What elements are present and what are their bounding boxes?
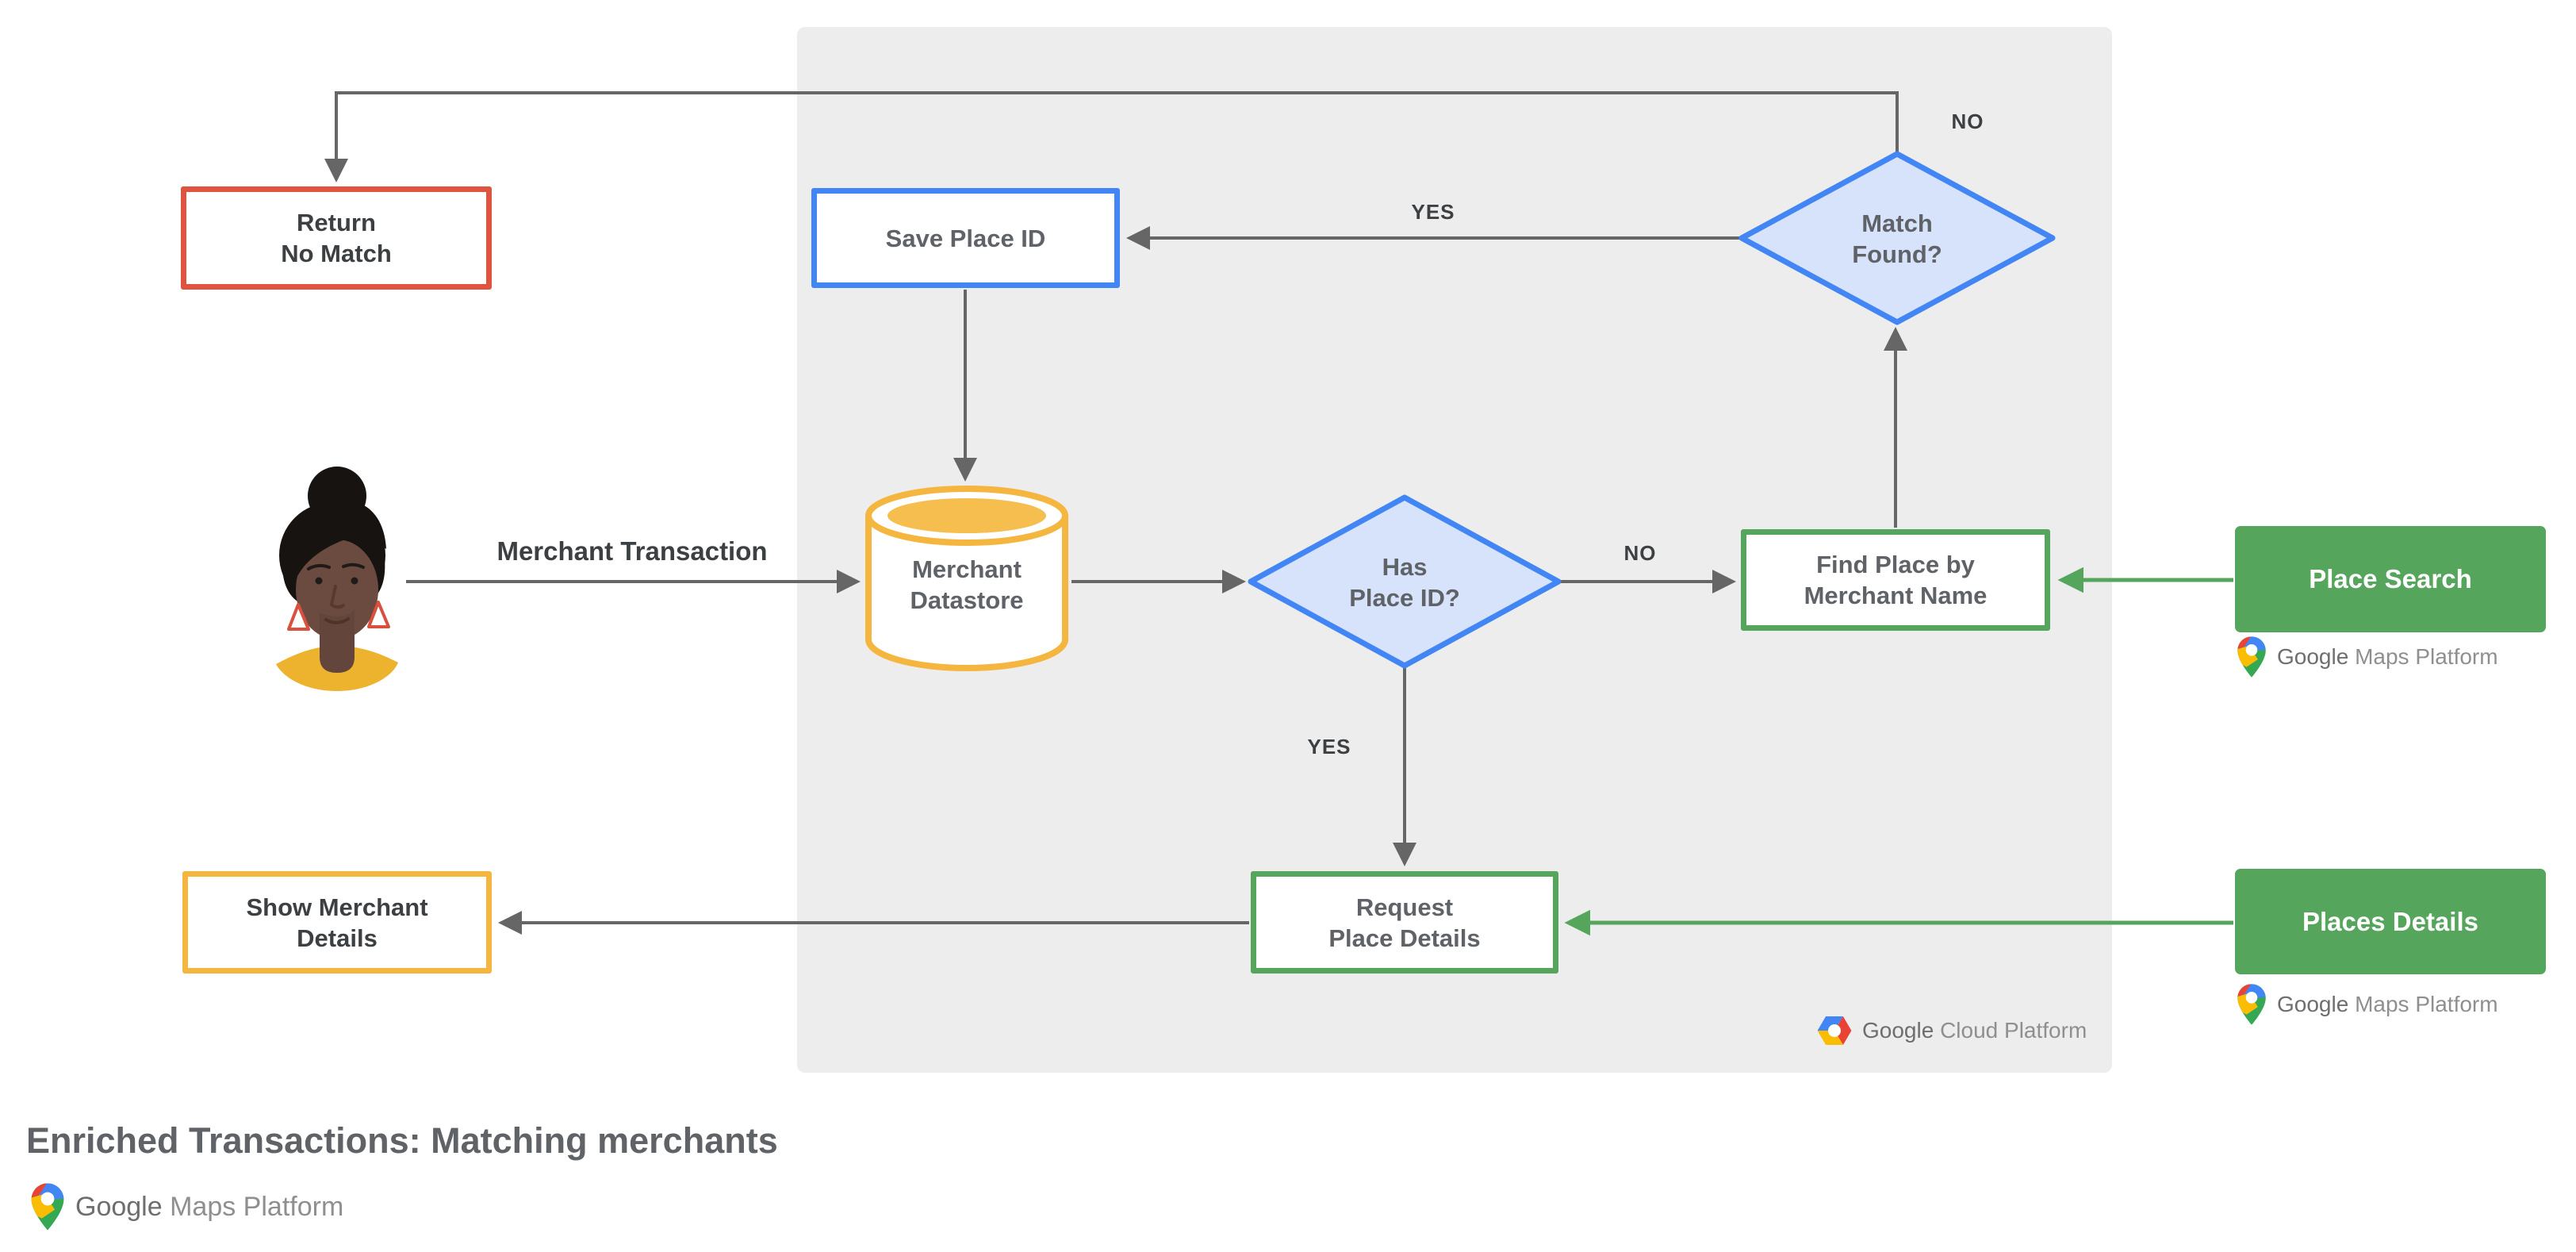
datastore-cylinder	[865, 486, 1068, 671]
google-maps-pin-icon	[2237, 636, 2267, 678]
decision-has-place-id	[1248, 494, 1562, 669]
node-label: Save Place ID	[885, 224, 1046, 252]
node-label: No Match	[281, 240, 392, 267]
node-save-place-id: Save Place ID	[811, 188, 1120, 288]
edge-label-merchant-transaction: Merchant Transaction	[496, 536, 768, 566]
edge-label-yes-has-place-id: YES	[1307, 735, 1351, 758]
node-find-place-by-merchant-name: Find Place by Merchant Name	[1741, 529, 2050, 631]
edge-label-no-has-place-id: NO	[1623, 541, 1657, 565]
google-maps-platform-logo: Google Maps Platform	[2237, 636, 2498, 678]
decision-label: Found?	[1852, 240, 1942, 268]
node-return-no-match: Return No Match	[181, 186, 492, 290]
logo-text: Google Maps Platform	[2277, 644, 2498, 670]
logo-text-product: Cloud Platform	[1934, 1018, 2087, 1043]
node-label: Place Details	[1328, 924, 1481, 952]
node-label: Merchant	[912, 555, 1022, 583]
logo-text: Google Maps Platform	[75, 1192, 343, 1223]
decision-match-found	[1738, 151, 2056, 325]
google-maps-pin-icon	[30, 1182, 65, 1231]
google-maps-platform-logo: Google Maps Platform	[2237, 983, 2498, 1026]
api-card-places-details: Places Details	[2235, 869, 2546, 974]
edge-matchfound-no-return	[324, 91, 1899, 182]
node-label: Return	[297, 209, 376, 236]
logo-text-product: Maps Platform	[2348, 992, 2498, 1016]
logo-text-google: Google	[2277, 644, 2349, 669]
logo-text-google: Google	[2277, 992, 2349, 1016]
person-avatar	[276, 467, 398, 691]
logo-text: Google Maps Platform	[2277, 992, 2498, 1017]
google-cloud-hexagon-icon	[1817, 1016, 1852, 1046]
node-label: Request	[1355, 893, 1454, 921]
decision-label: Match	[1861, 209, 1933, 237]
decision-label: Has	[1382, 553, 1428, 581]
edge-label-no-match-found: NO	[1951, 109, 1984, 133]
logo-text: Google Cloud Platform	[1862, 1018, 2087, 1043]
logo-text-product: Maps Platform	[162, 1191, 344, 1222]
node-label: Details	[297, 924, 378, 952]
node-label: Datastore	[910, 586, 1024, 614]
diagram-title: Enriched Transactions: Matching merchant…	[26, 1120, 778, 1161]
node-label: Find Place by	[1816, 551, 1975, 578]
edge-label-yes-match-found: YES	[1411, 200, 1455, 224]
api-card-place-search: Place Search	[2235, 526, 2546, 632]
logo-text-google: Google	[1862, 1018, 1934, 1043]
google-cloud-platform-logo: Google Cloud Platform	[1817, 1016, 2087, 1046]
google-maps-pin-icon	[2237, 983, 2267, 1026]
api-card-label: Place Search	[2309, 564, 2472, 593]
decision-label: Place ID?	[1349, 584, 1460, 612]
logo-text-product: Maps Platform	[2348, 644, 2498, 669]
logo-text-google: Google	[75, 1191, 163, 1222]
node-label: Merchant Name	[1804, 582, 1988, 609]
api-card-label: Places Details	[2302, 906, 2478, 936]
google-maps-platform-logo: Google Maps Platform	[30, 1182, 343, 1231]
node-label: Show Merchant	[246, 893, 428, 921]
